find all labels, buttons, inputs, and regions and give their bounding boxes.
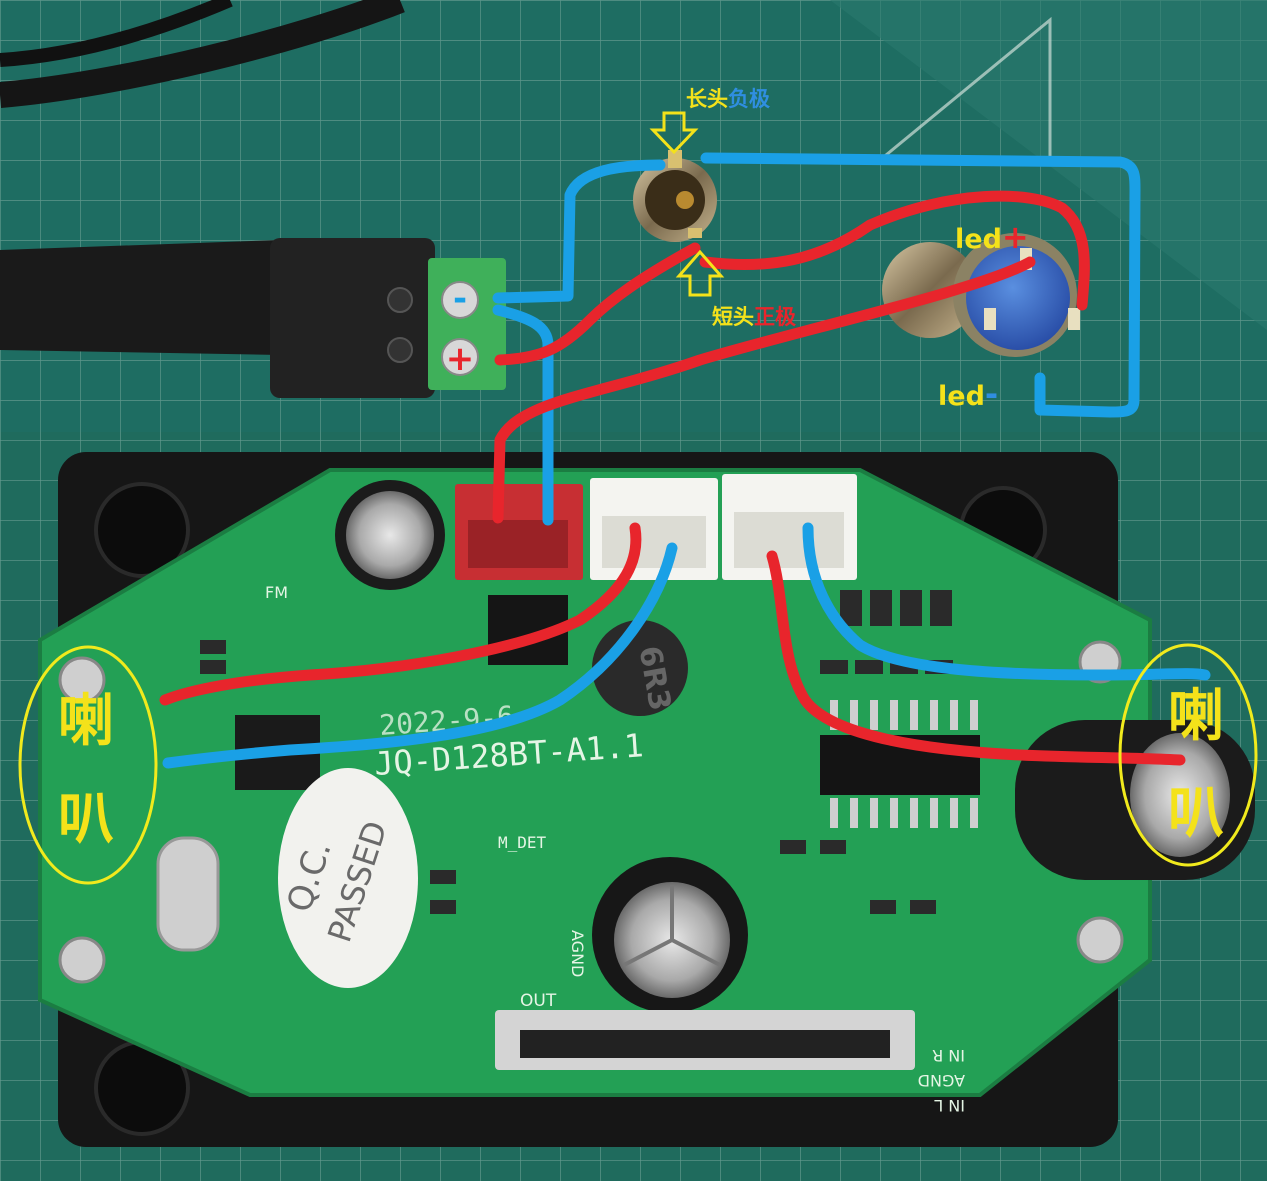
blue-wire-speaker-left [162,542,678,769]
label-long-pin-negative: 长头负极 [686,87,771,111]
dc-jack-long-pin [668,150,682,168]
board-agnd2: AGND [918,1071,965,1090]
screw-right-bottom [1076,916,1124,964]
white-connector-2-slot [734,512,844,568]
dc-jack-body [645,170,705,230]
capacitor-center-vent [623,885,721,967]
screw-left-bottom [58,936,106,984]
screw-left-top [58,656,106,704]
label-short-pin: 短头 [712,305,754,329]
white-connector-1-slot [602,516,706,568]
label-short-pin-polarity: 正极 [754,305,797,329]
board-out: OUT [520,991,557,1011]
wiring-overlay [159,152,1211,769]
dc-minus-label: - [453,279,467,319]
dc-cable-body [0,240,300,355]
pcb-edge [38,468,1152,1097]
label-led-minus-text: led [938,381,985,412]
red-wire-jack-to-terminal [494,242,701,366]
label-speaker-right-1: 喇 [1168,684,1224,749]
terminal-plus-screw [441,338,479,376]
amp-pins [830,700,978,828]
board-fm: FM [265,583,288,602]
terminal-minus-screw [441,281,479,319]
label-speaker-right-2: 叭 [1168,781,1224,846]
label-led-plus-text: led [955,224,1002,255]
label-led-plus-sign: + [1002,218,1029,256]
black-cable-top [0,0,405,108]
label-led-plus: led+ [955,218,1029,256]
blue-wire-speaker-right [802,522,1211,681]
label-speaker-left-2: 叭 [58,787,114,852]
red-connector-slot [468,520,568,568]
arrow-long-pin [649,111,699,155]
dc-screw-1 [387,287,413,313]
led-button-cap [966,246,1070,350]
dc-jack-short-pin [688,228,702,238]
speaker-left-ring [18,645,158,885]
dc-plug-housing [270,238,435,398]
label-short-pin-positive: 短头正极 [712,305,797,329]
red-wire-speaker-right [766,550,1186,766]
board-in-r: IN R [932,1046,965,1065]
qc-sticker [278,768,418,988]
label-long-pin: 长头 [686,87,728,111]
enclosure-post-tl [94,482,190,578]
dc-jack-pin [676,191,694,209]
blue-wire-jack-to-terminal [492,159,666,304]
red-wire-speaker-left [159,522,642,706]
label-long-pin-polarity: 负极 [728,87,771,111]
led-terminal-1 [984,308,996,330]
arrow-short-pin [675,249,725,297]
capacitor-top-cap [346,491,434,579]
board-in-l: IN L [934,1096,965,1115]
label-led-minus: led- [938,375,998,413]
board-agnd: AGND [568,930,587,977]
blue-wire-jack-to-led-minus [700,152,1141,418]
dc-plus-label: + [446,339,475,379]
led-button-nut [882,242,978,338]
crystal-oscillator [156,836,220,952]
red-wire-jack-to-led-plus [699,190,1090,311]
led-terminal-2 [1068,308,1080,330]
label-led-minus-sign: - [985,375,998,413]
dc-screw-2 [387,337,413,363]
black-cable-top-2 [0,0,233,67]
board-mdet: M_DET [498,833,547,852]
sd-card-slot-inner [520,1030,890,1058]
speaker-right-ring [1118,643,1258,867]
label-speaker-left-1: 喇 [58,689,114,754]
red-wire-led-to-board [492,256,1036,524]
